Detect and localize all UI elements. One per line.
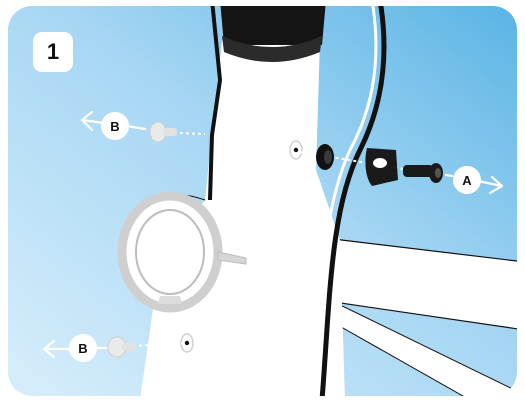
part-label-a-text: A xyxy=(462,173,471,188)
bolt-a-shaft xyxy=(403,165,433,177)
part-label-b-lower: B xyxy=(69,334,97,362)
part-label-b-upper: B xyxy=(101,112,129,140)
spacer-b-lower-stem xyxy=(122,343,136,351)
part-label-a: A xyxy=(453,166,481,194)
cable-stop-bore xyxy=(373,158,387,168)
bolt-a-socket xyxy=(435,168,441,178)
cable-port-lower-hole xyxy=(185,341,189,345)
part-label-b-upper-text: B xyxy=(110,119,119,134)
fork-steerer xyxy=(220,0,326,45)
step-number-badge: 1 xyxy=(33,32,73,72)
rubber-grommet-inner xyxy=(324,150,332,164)
cable-port-upper-hole xyxy=(294,148,298,152)
cable-guide-ring-notch xyxy=(158,296,182,304)
spacer-b-upper-stem xyxy=(163,128,177,136)
step-number: 1 xyxy=(47,39,59,65)
arrow-line-a xyxy=(446,175,452,176)
part-label-b-lower-text: B xyxy=(78,341,87,356)
